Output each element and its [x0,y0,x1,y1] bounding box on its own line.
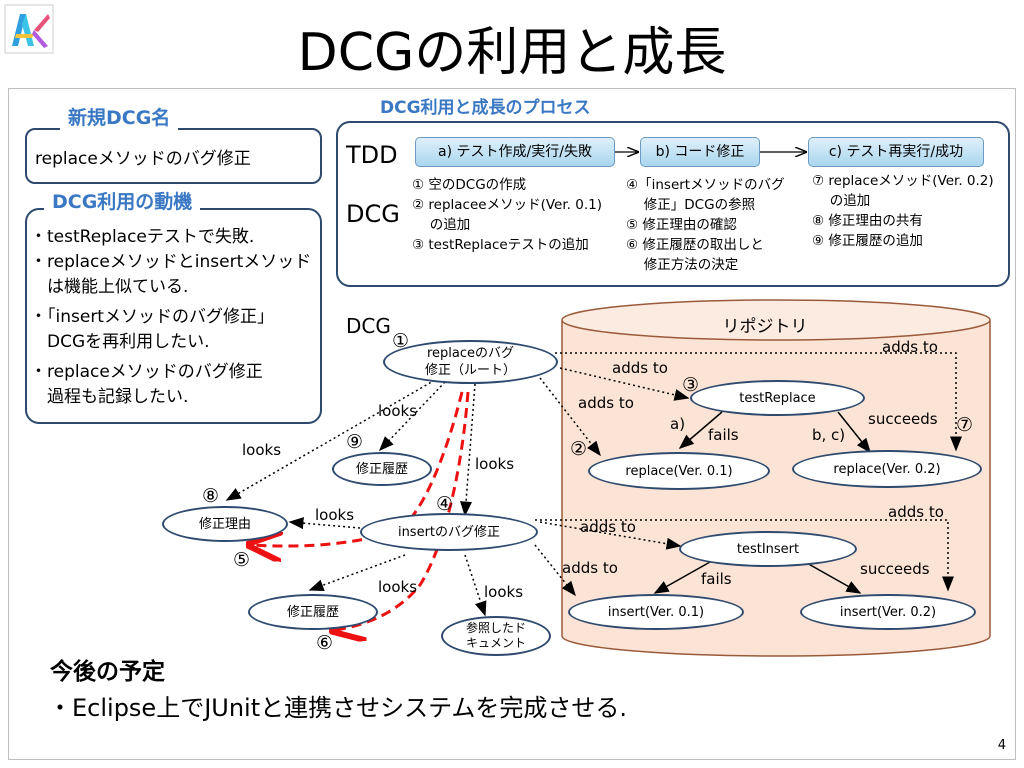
page-number: 4 [997,738,1006,753]
node-documents: 参照したド キュメント [441,616,551,656]
edge-label-adds-to: adds to [888,503,944,521]
process-item: 修正方法の決定 [626,257,739,273]
motive-line: DCGを再利用したい. [30,332,210,352]
motive-line: 過程も記録したい. [30,387,189,407]
motive-line: ・replaceメソッドとinsertメソッド [30,252,312,272]
motive-line: ・replaceメソッドのバグ修正 [30,362,263,382]
step-c: c) テスト再実行/成功 [808,137,984,167]
edge-label-bc: b, c) [812,426,846,444]
node-replace-fix: replaceのバグ 修正（ルート） [383,340,558,384]
process-item: ⑨ 修正履歴の追加 [812,233,923,249]
diagram-dcg-label: DCG [346,314,391,338]
process-item: ② replaceeメソッド(Ver. 0.1) [412,197,602,213]
process-item: ③ testReplaceテストの追加 [412,237,589,253]
process-label: DCG利用と成長のプロセス [372,96,599,120]
step-a: a) テスト作成/実行/失敗 [415,137,615,167]
process-item: の追加 [812,193,871,209]
edge-label-succeeds: succeeds [860,560,930,578]
edge-label-looks: looks [315,506,355,524]
node-history-bottom: 修正履歴 [248,594,378,630]
marker-7: ⑦ [956,414,974,436]
edge-label-looks: looks [484,583,524,601]
process-item: 修正」DCGの参照 [626,197,756,213]
edge-label-a: a) [670,415,686,433]
edge-label-adds-to: adds to [612,359,668,377]
marker-8: ⑧ [202,485,220,507]
new-dcg-value: replaceメソッドのバグ修正 [35,149,251,169]
node-replace-v02: replace(Ver. 0.2) [792,450,982,488]
node-insert-v02: insert(Ver. 0.2) [800,594,976,630]
edge-label-adds-to: adds to [580,518,636,536]
marker-5: ⑤ [233,549,251,571]
repository-label: リポジトリ [722,317,808,337]
dotted-edges [225,352,962,617]
edge-label-looks: looks [242,441,282,459]
step-arrows [615,0,1024,300]
step-b: b) コード修正 [640,137,760,167]
red-trace-edges [252,391,470,630]
slide-frame [8,88,1016,760]
edge-label-looks: looks [378,578,418,596]
process-column-3: ⑦ replaceメソッド(Ver. 0.2) の追加 ⑧ 修正理由の共有 ⑨ … [812,171,994,251]
process-item: ⑤ 修正理由の確認 [626,217,737,233]
process-item: ⑦ replaceメソッド(Ver. 0.2) [812,173,994,189]
motive-line: ・「insertメソッドのバグ修正」 [30,307,274,327]
motive-line: は機能上似ている. [30,277,189,297]
new-dcg-label: 新規DCG名 [60,106,179,130]
node-test-replace: testReplace [690,380,865,416]
process-column-2: ④「insertメソッドのバグ 修正」DCGの参照 ⑤ 修正理由の確認 ⑥ 修正… [626,175,785,275]
process-dcg-label: DCG [346,200,400,228]
process-item: ⑥ 修正履歴の取出しと [626,237,764,253]
edge-label-adds-to: adds to [882,338,938,356]
logo-icon [4,4,54,54]
node-insert-fix: insertのバグ修正 [360,513,538,551]
marker-6: ⑥ [316,632,334,654]
motive-line: ・testReplaceテストで失敗. [30,227,255,247]
node-history-top: 修正履歴 [332,452,432,486]
motive-box [25,208,322,424]
process-column-1: ① 空のDCGの作成 ② replaceeメソッド(Ver. 0.1) の追加 … [412,175,602,255]
slide-title: DCGの利用と成長 [297,23,727,83]
marker-2: ② [570,438,588,460]
marker-9: ⑨ [346,431,364,453]
repository-cylinder [561,299,991,657]
edge-label-adds-to: adds to [578,394,634,412]
node-reason: 修正理由 [162,506,288,542]
process-item: の追加 [412,217,471,233]
edge-label-succeeds: succeeds [868,410,938,428]
solid-edges [653,411,871,594]
edge-label-adds-to: adds to [562,559,618,577]
process-item: ① 空のDCGの作成 [412,177,527,193]
node-test-insert: testInsert [679,531,857,567]
tdd-label: TDD [346,141,398,169]
node-insert-v01: insert(Ver. 0.1) [568,594,744,630]
marker-4: ④ [436,493,454,515]
motive-label: DCG利用の動機 [44,190,201,214]
edge-label-looks: looks [378,402,418,420]
marker-1: ① [392,330,410,352]
node-replace-v01: replace(Ver. 0.1) [588,452,770,490]
marker-3: ③ [682,374,700,396]
edge-label-fails: fails [701,570,732,588]
process-item: ④「insertメソッドのバグ [626,177,785,193]
edge-label-looks: looks [475,455,515,473]
plan-title: 今後の予定 [50,659,165,685]
edge-label-fails: fails [708,426,739,444]
plan-item: ・Eclipse上でJUnitと連携させシステムを完成させる. [48,694,628,722]
process-item: ⑧ 修正理由の共有 [812,213,923,229]
